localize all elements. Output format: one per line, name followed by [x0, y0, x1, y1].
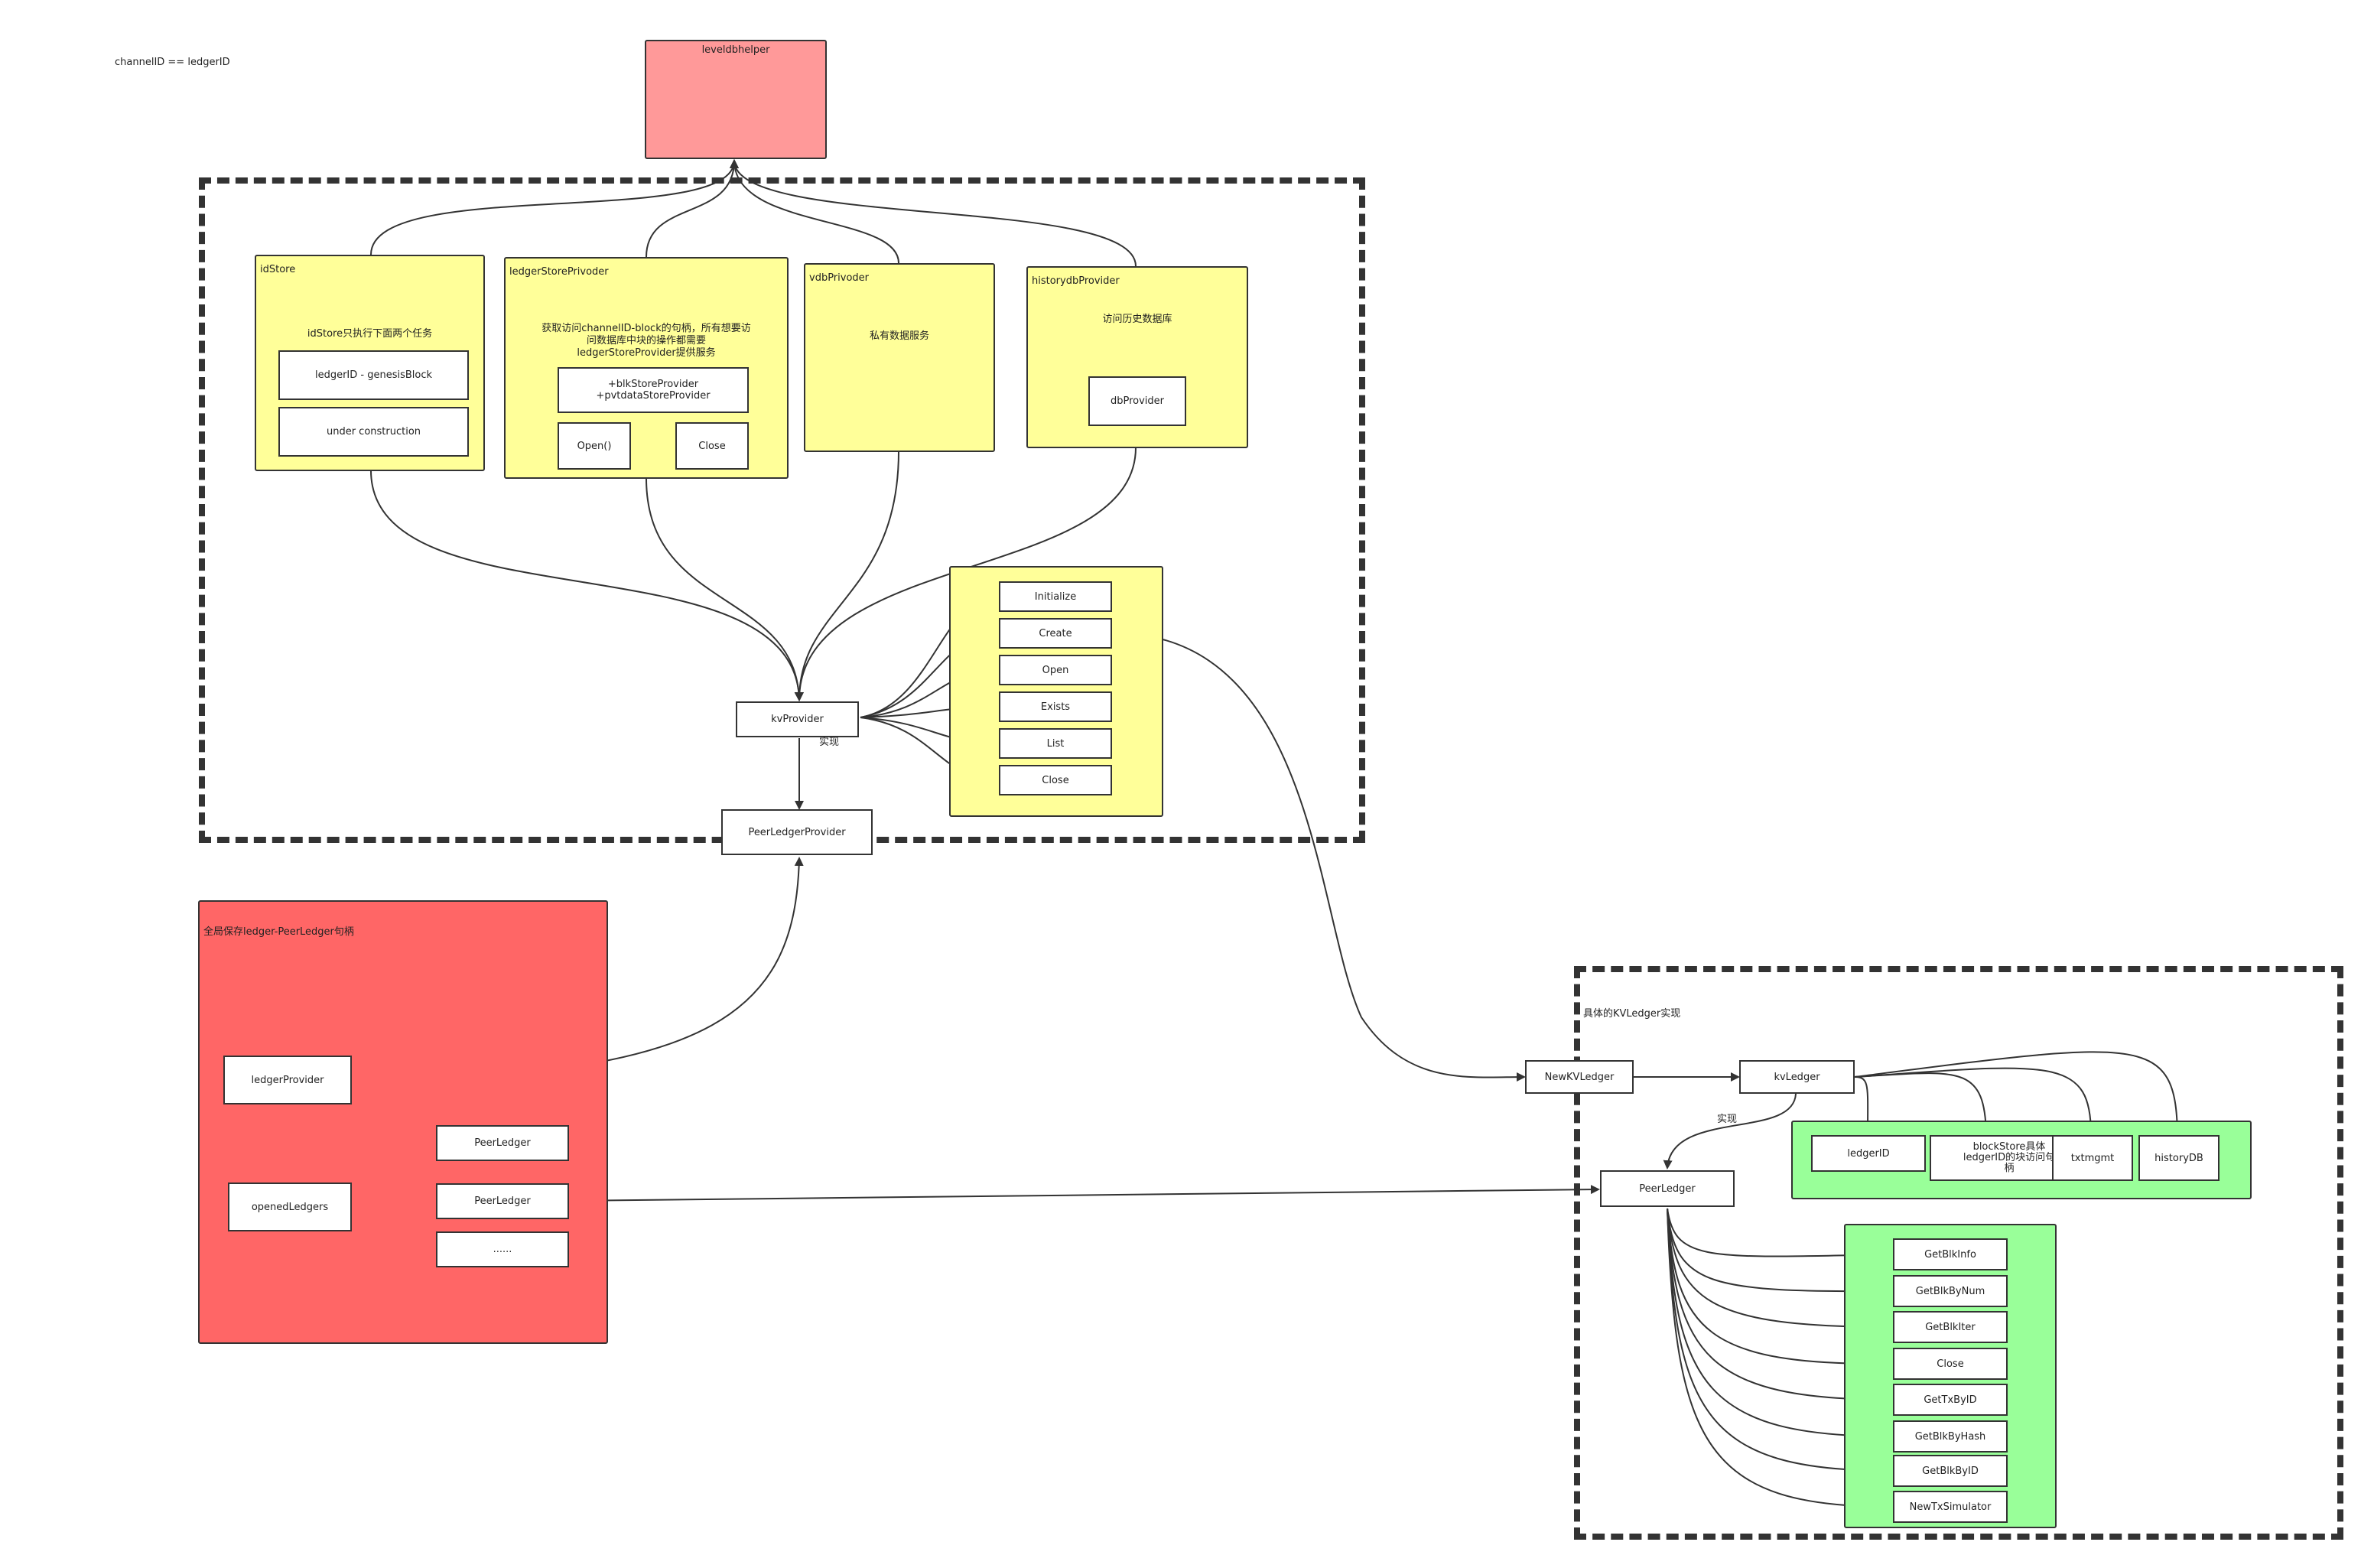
- edge-historydb-leveldb: [730, 159, 1137, 267]
- historydb-title: historydbProvider: [1032, 275, 1120, 287]
- method-getblkinfo[interactable]: GetBlkInfo: [1893, 1238, 2008, 1270]
- historydb-desc: 访问历史数据库: [1102, 314, 1172, 325]
- ledgerstore-close-button[interactable]: Close: [675, 422, 749, 470]
- kv-method-open[interactable]: Open: [999, 655, 1112, 685]
- kvprovider-box[interactable]: kvProvider: [736, 701, 859, 737]
- edge-ledgerstore-kv: [646, 477, 804, 701]
- ledgerstore-desc-3: ledgerStoreProvider提供服务: [577, 347, 716, 359]
- field-historydb[interactable]: historyDB: [2138, 1135, 2220, 1181]
- peerledger-item-2[interactable]: PeerLedger: [436, 1183, 569, 1219]
- kv-method-exists[interactable]: Exists: [999, 691, 1112, 722]
- idstore-item-construction[interactable]: under construction: [278, 407, 469, 457]
- edge-create-newkvledger: [1116, 633, 1526, 1082]
- ledgerstore-desc-1: 获取访问channelID-block的句柄，所有想要访: [541, 323, 751, 334]
- idstore-item-genesis[interactable]: ledgerID - genesisBlock: [278, 350, 469, 400]
- kvledger-group-title: 具体的KVLedger实现: [1583, 1008, 1681, 1020]
- edge-vdb-leveldb: [730, 159, 899, 264]
- idstore-desc: idStore只执行下面两个任务: [307, 328, 433, 340]
- edge-pl-gettxbyid: [1667, 1208, 1893, 1404]
- idstore-title: idStore: [260, 264, 296, 275]
- ledgerstore-provider-pvt: +pvtdataStoreProvider: [596, 390, 711, 402]
- edge-idstore-kv: [370, 470, 804, 701]
- edge-pl-pl: [567, 1185, 1600, 1202]
- peerledgerprovider-box[interactable]: PeerLedgerProvider: [721, 809, 873, 855]
- edge-pl-getblkbyhash: [1667, 1208, 1893, 1441]
- kvledger-impl-label: 实现: [1717, 1114, 1738, 1125]
- edge-pl-getblkiter: [1667, 1208, 1893, 1332]
- peerledger-interface-box[interactable]: PeerLedger: [1600, 1170, 1735, 1207]
- ledgerstore-title: ledgerStorePrivoder: [509, 266, 609, 278]
- vdb-desc: 私有数据服务: [869, 330, 929, 342]
- leveldbhelper-title: leveldbhelper: [701, 44, 770, 56]
- ledgerprovider-box[interactable]: ledgerProvider: [223, 1056, 352, 1104]
- method-newtxsimulator[interactable]: NewTxSimulator: [1893, 1491, 2008, 1523]
- ledgerstore-providers[interactable]: +blkStoreProvider +pvtdataStoreProvider: [558, 367, 749, 413]
- edge-pl-getblkinfo: [1667, 1208, 1893, 1260]
- kvledger-group: [1574, 966, 2343, 1540]
- peerledger-item-more[interactable]: ......: [436, 1231, 569, 1267]
- method-gettxbyid[interactable]: GetTxByID: [1893, 1384, 2008, 1416]
- vdb-title: vdbPrivoder: [809, 272, 870, 284]
- method-getblkiter[interactable]: GetBlkIter: [1893, 1311, 2008, 1343]
- newkvledger-box[interactable]: NewKVLedger: [1525, 1060, 1634, 1094]
- kvledger-box[interactable]: kvLedger: [1739, 1060, 1855, 1094]
- edge-kvledger-txtmgmt: [1854, 1067, 2096, 1136]
- ledgerstore-desc-2: 问数据库中块的操作都需要: [586, 335, 706, 346]
- edge-pl-getblkbyid: [1667, 1208, 1893, 1475]
- method-getblkbyid[interactable]: GetBlkByID: [1893, 1455, 2008, 1487]
- field-ledgerid[interactable]: ledgerID: [1811, 1135, 1926, 1172]
- edge-kvledger-historydb: [1854, 1051, 2182, 1136]
- idstore-panel[interactable]: idStore idStore只执行下面两个任务 ledgerID - gene…: [255, 255, 485, 471]
- ledgerstore-open-button[interactable]: Open(): [558, 422, 631, 470]
- historydb-panel[interactable]: historydbProvider 访问历史数据库 dbProvider: [1026, 266, 1248, 448]
- kvprovider-impl-label: 实现: [819, 737, 840, 748]
- edge-kvledger-peerledger: [1663, 1093, 1797, 1169]
- field-blockstore-line1: blockStore具体: [1972, 1141, 2046, 1153]
- edge-pl-newtxsim: [1667, 1208, 1893, 1511]
- ledgerstore-provider-blk: +blkStoreProvider: [607, 379, 699, 390]
- global-ledger-panel: 全局保存ledger-PeerLedger句柄: [198, 900, 608, 1344]
- ledgerstore-panel[interactable]: ledgerStorePrivoder 获取访问channelID-block的…: [504, 257, 789, 479]
- global-ledger-title: 全局保存ledger-PeerLedger句柄: [203, 926, 354, 938]
- note-channelid: channelID == ledgerID: [115, 57, 230, 68]
- edge-pl-getblkbynum: [1667, 1208, 1893, 1296]
- field-blockstore-line2: ledgerID的块访问句: [1963, 1152, 2056, 1163]
- field-txtmgmt[interactable]: txtmgmt: [2052, 1135, 2133, 1181]
- kv-method-list[interactable]: List: [999, 728, 1112, 759]
- edge-pl-close: [1667, 1208, 1893, 1369]
- edge-vdb-kv: [795, 451, 899, 701]
- method-close[interactable]: Close: [1893, 1348, 2008, 1380]
- field-blockstore-line3: 柄: [2004, 1163, 2015, 1174]
- vdb-panel[interactable]: vdbPrivoder 私有数据服务: [804, 263, 995, 452]
- peerledger-item-1[interactable]: PeerLedger: [436, 1125, 569, 1161]
- kv-method-close[interactable]: Close: [999, 765, 1112, 795]
- historydb-dbprovider[interactable]: dbProvider: [1088, 376, 1186, 426]
- leveldbhelper-box[interactable]: leveldbhelper: [645, 40, 827, 159]
- kv-method-initialize[interactable]: Initialize: [999, 581, 1112, 612]
- kv-method-create[interactable]: Create: [999, 618, 1112, 649]
- openedledgers-box[interactable]: openedLedgers: [228, 1183, 352, 1231]
- method-getblkbyhash[interactable]: GetBlkByHash: [1893, 1420, 2008, 1453]
- method-getblkbynum[interactable]: GetBlkByNum: [1893, 1275, 2008, 1307]
